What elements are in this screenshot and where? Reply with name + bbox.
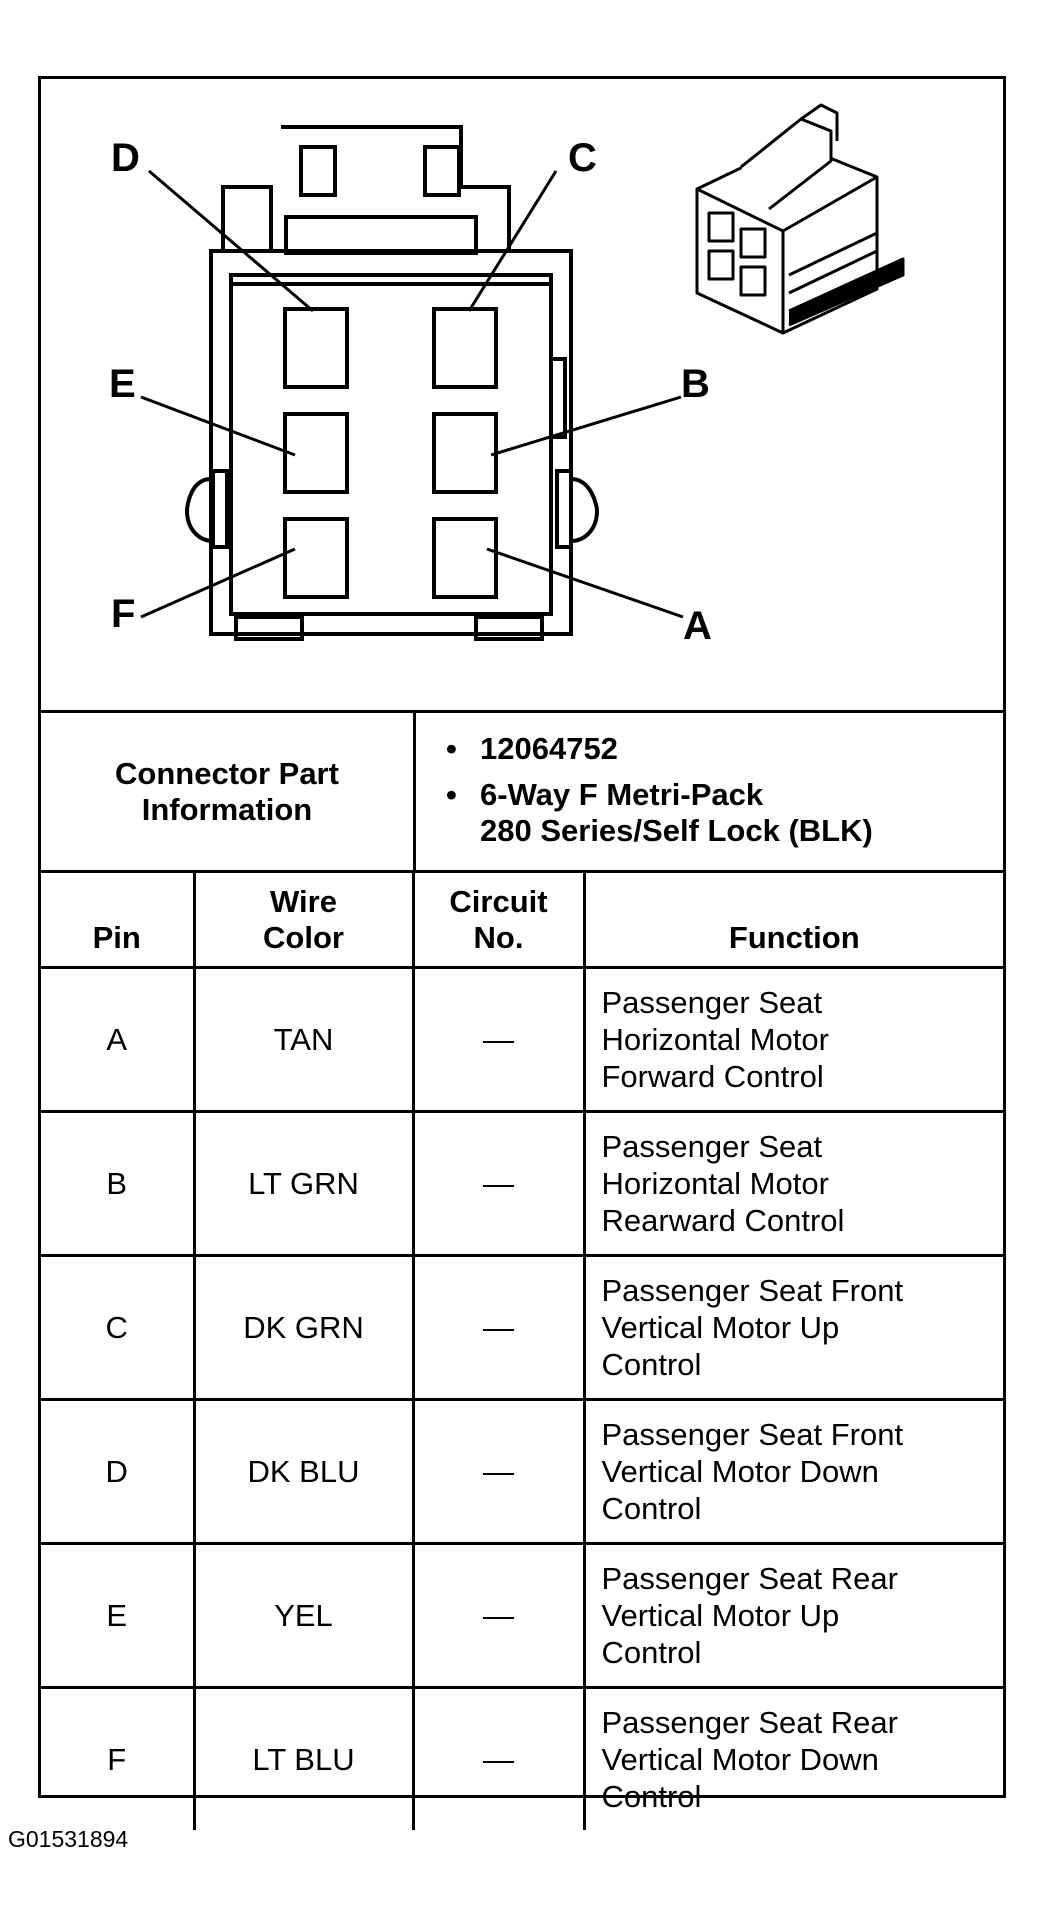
function-line: Forward Control: [601, 1059, 824, 1094]
connector-info-label-line1: Connector Part: [115, 755, 339, 791]
connector-figure: D C E B F A: [38, 76, 1006, 1830]
description-row-2: 280 Series/Self Lock (BLK): [480, 813, 873, 849]
bullet: •: [446, 731, 457, 766]
wire-color-cell: DK GRN: [192, 1254, 415, 1401]
wire-color-cell: TAN: [192, 966, 415, 1113]
function-line: Control: [601, 1635, 702, 1670]
connector-info-label-line2: Information: [141, 791, 313, 827]
bullet: •: [446, 777, 457, 812]
wire-color-cell: LT GRN: [192, 1110, 415, 1257]
cavity-d: [283, 307, 349, 389]
part-number: 12064752: [480, 731, 618, 766]
function-line: Vertical Motor Down: [601, 1454, 879, 1489]
circuit-cell: —: [411, 1686, 586, 1830]
header-pin: Pin: [41, 870, 196, 969]
circuit-cell: —: [411, 1398, 586, 1545]
function-line: Passenger Seat Front: [601, 1273, 904, 1308]
header-function: Function: [582, 870, 1003, 969]
cavity-c: [432, 307, 498, 389]
pin-cell: E: [41, 1542, 196, 1689]
connector-info-label: Connector Part Information: [41, 713, 416, 870]
cavity-a: [432, 517, 498, 599]
function-line: Passenger Seat Rear: [601, 1561, 898, 1596]
cavity-b: [432, 412, 498, 494]
pin-cavities: [283, 307, 498, 599]
header-circuit-line1: Circuit: [449, 884, 548, 919]
connector-3d-icon: [695, 103, 905, 335]
header-circuit-line2: No.: [473, 920, 524, 955]
function-line: Passenger Seat: [601, 985, 823, 1020]
function-line: Vertical Motor Up: [601, 1598, 840, 1633]
function-line: Passenger Seat Front: [601, 1417, 904, 1452]
pin-cell: C: [41, 1254, 196, 1401]
wire-color-cell: YEL: [192, 1542, 415, 1689]
pin-label-f: F: [111, 592, 135, 636]
connector-info-section: Connector Part Information • 12064752 • …: [41, 710, 1003, 873]
function-line: Horizontal Motor: [601, 1166, 829, 1201]
connector-face-view: D C E B F A: [109, 103, 905, 648]
function-line: Passenger Seat Rear: [601, 1705, 898, 1740]
function-line: Control: [601, 1347, 702, 1382]
description-row: • 6-Way F Metri-Pack: [446, 777, 764, 813]
function-line: Vertical Motor Up: [601, 1310, 840, 1345]
header-circuit: Circuit No.: [411, 870, 586, 969]
wire-color-cell: LT BLU: [192, 1686, 415, 1830]
wire-color-cell: DK BLU: [192, 1398, 415, 1545]
circuit-cell: —: [411, 1542, 586, 1689]
pin-cell: A: [41, 966, 196, 1113]
figure-id: G01531894: [8, 1826, 129, 1852]
function-line: Control: [601, 1491, 702, 1526]
header-wire-color: Wire Color: [192, 870, 415, 969]
pin-label-c: C: [568, 136, 597, 180]
function-line: Rearward Control: [601, 1203, 845, 1238]
header-wire-color-line1: Wire: [270, 884, 337, 919]
pin-label-b: B: [681, 362, 710, 406]
pin-label-e: E: [109, 362, 136, 406]
cavity-f: [283, 517, 349, 599]
description-line1: 6-Way F Metri-Pack: [480, 777, 764, 812]
part-number-row: • 12064752: [446, 731, 618, 767]
leader-lines: [140, 169, 684, 619]
header-wire-color-line2: Color: [263, 920, 344, 955]
circuit-cell: —: [411, 1110, 586, 1257]
cavity-e: [283, 412, 349, 494]
function-line: Horizontal Motor: [601, 1022, 829, 1057]
description-line2: 280 Series/Self Lock (BLK): [480, 813, 873, 848]
circuit-cell: —: [411, 1254, 586, 1401]
connector-drawing: D C E B F A: [41, 79, 1003, 710]
circuit-cell: —: [411, 966, 586, 1113]
function-line: Control: [601, 1779, 702, 1814]
function-line: Passenger Seat: [601, 1129, 823, 1164]
pin-cell: F: [41, 1686, 196, 1830]
pin-label-d: D: [111, 136, 140, 180]
connector-info-details: • 12064752 • 6-Way F Metri-Pack 280 Seri…: [416, 713, 1003, 870]
pin-cell: D: [41, 1398, 196, 1545]
function-line: Vertical Motor Down: [601, 1742, 879, 1777]
table-header-row: Pin Wire Color Circuit No. Function: [41, 870, 1003, 969]
pin-label-a: A: [683, 604, 712, 648]
pin-cell: B: [41, 1110, 196, 1257]
